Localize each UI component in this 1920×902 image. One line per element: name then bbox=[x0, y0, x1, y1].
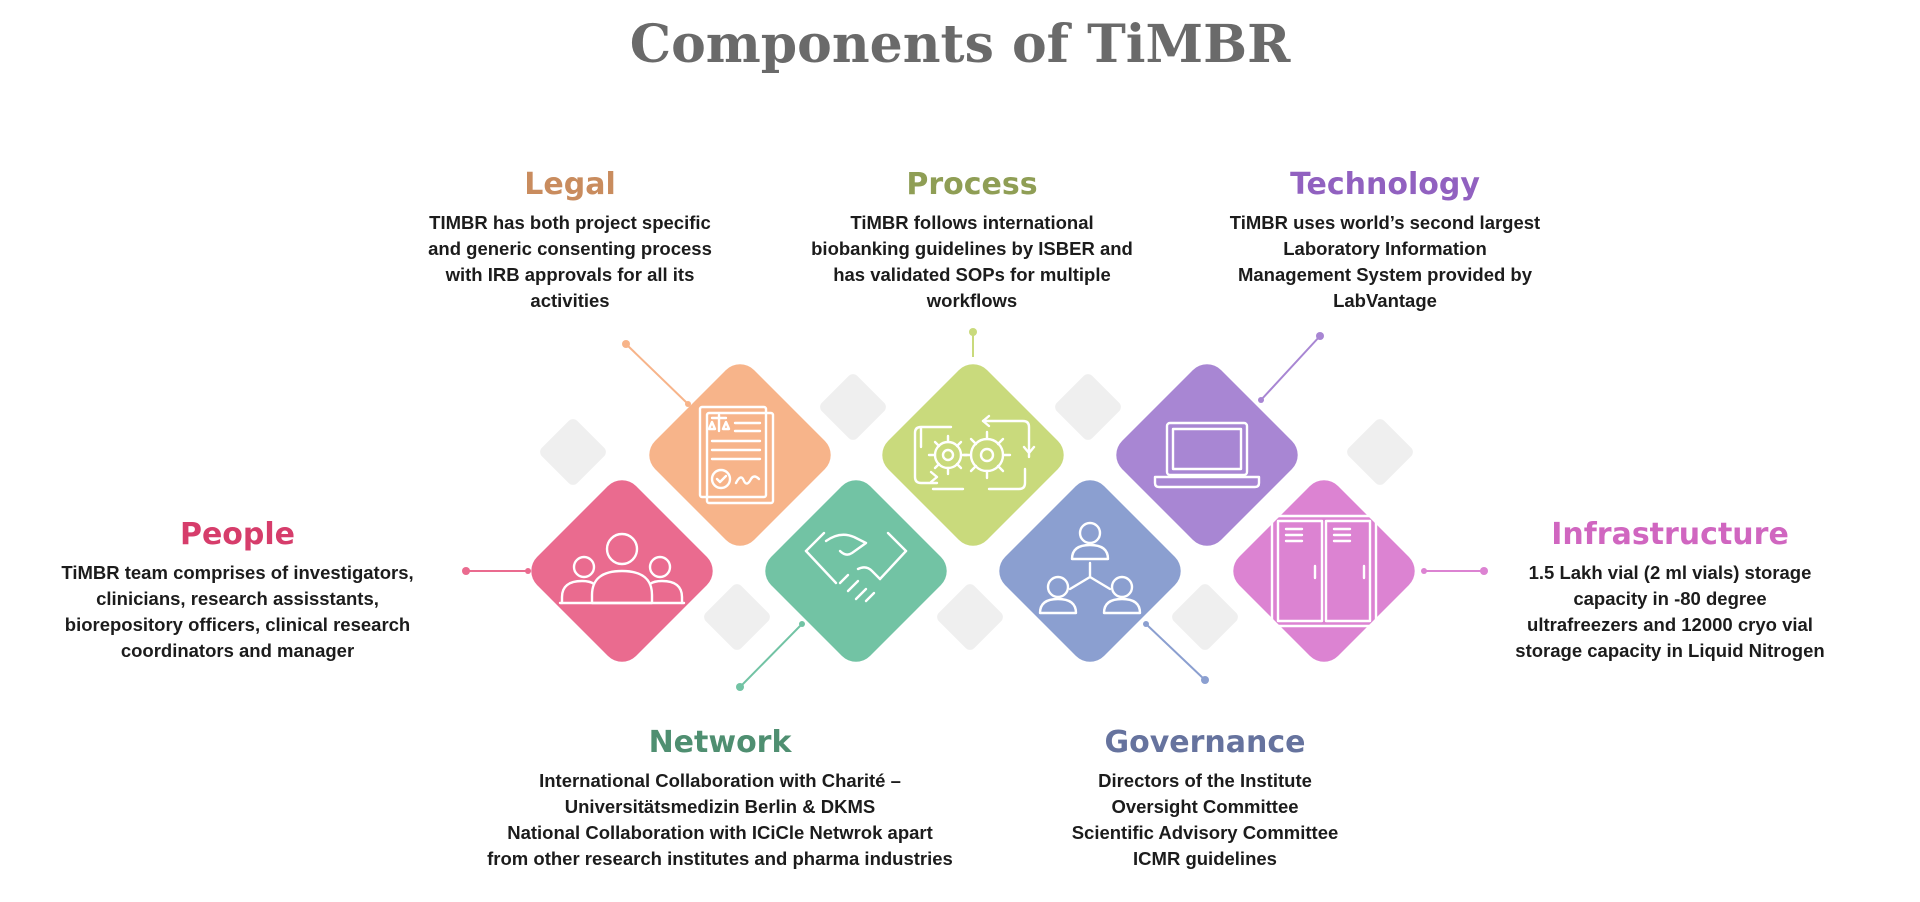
page-title: Components of TiMBR bbox=[629, 14, 1291, 75]
tile-network bbox=[765, 480, 947, 662]
network-description: International Collaboration with Charité… bbox=[470, 768, 970, 872]
tile-infrastructure bbox=[1233, 480, 1415, 662]
people-line: clinicians, research assisstants, bbox=[96, 588, 379, 609]
tile-technology bbox=[1116, 364, 1298, 546]
tile-people bbox=[531, 480, 713, 662]
decor-diamond bbox=[1172, 584, 1238, 650]
infrastructure-line: storage capacity in Liquid Nitrogen bbox=[1515, 640, 1825, 661]
legal-title: Legal bbox=[524, 167, 616, 202]
connector-process bbox=[969, 328, 977, 357]
legal-line: with IRB approvals for all its bbox=[445, 264, 695, 285]
process-line: has validated SOPs for multiple bbox=[833, 264, 1111, 285]
people-title: People bbox=[179, 517, 296, 552]
decor-diamond bbox=[540, 419, 606, 485]
legal-line: activities bbox=[530, 290, 610, 311]
network-line: from other research institutes and pharm… bbox=[487, 848, 953, 869]
connector-legal bbox=[622, 340, 691, 407]
network-title: Network bbox=[648, 725, 792, 760]
infrastructure-line: capacity in -80 degree bbox=[1573, 588, 1767, 609]
process-title: Process bbox=[906, 167, 1038, 202]
legal-block: Legal TIMBR has both project specific an… bbox=[400, 168, 740, 314]
governance-line: Directors of the Institute bbox=[1098, 770, 1312, 791]
network-line: Universitätsmedizin Berlin & DKMS bbox=[564, 796, 876, 817]
people-line: biorepository officers, clinical researc… bbox=[64, 614, 411, 635]
infrastructure-title: Infrastructure bbox=[1551, 517, 1789, 552]
technology-line: Management System provided by bbox=[1237, 264, 1533, 285]
connectors bbox=[462, 328, 1488, 691]
infrastructure-line: ultrafreezers and 12000 cryo vial bbox=[1527, 614, 1813, 635]
technology-line: TiMBR uses world’s second largest bbox=[1229, 212, 1541, 233]
process-line: workflows bbox=[926, 290, 1018, 311]
decor-diamond bbox=[937, 584, 1003, 650]
connector-people bbox=[462, 567, 531, 575]
technology-block: Technology TiMBR uses world’s second lar… bbox=[1200, 168, 1570, 314]
decor-diamond bbox=[1347, 419, 1413, 485]
governance-line: Oversight Committee bbox=[1111, 796, 1299, 817]
infrastructure-block: Infrastructure 1.5 Lakh vial (2 ml vials… bbox=[1490, 518, 1850, 664]
connector-technology bbox=[1258, 332, 1324, 403]
governance-title: Governance bbox=[1104, 725, 1306, 760]
process-line: biobanking guidelines by ISBER and bbox=[811, 238, 1133, 259]
connector-infrastructure bbox=[1421, 567, 1488, 575]
connector-network bbox=[736, 621, 805, 691]
network-line: National Collaboration with ICiCle Netwr… bbox=[507, 822, 933, 843]
network-block: Network International Collaboration with… bbox=[470, 726, 970, 872]
infrastructure-description: 1.5 Lakh vial (2 ml vials) storage capac… bbox=[1490, 560, 1850, 664]
governance-description: Directors of the Institute Oversight Com… bbox=[1040, 768, 1370, 872]
people-block: People TiMBR team comprises of investiga… bbox=[50, 518, 425, 664]
people-line: TiMBR team comprises of investigators, bbox=[61, 562, 414, 583]
technology-line: Laboratory Information bbox=[1283, 238, 1487, 259]
network-line: International Collaboration with Charité… bbox=[539, 770, 901, 791]
decor-diamond bbox=[820, 374, 886, 440]
process-block: Process TiMBR follows international biob… bbox=[792, 168, 1152, 314]
tile-process bbox=[882, 364, 1064, 546]
process-description: TiMBR follows international biobanking g… bbox=[792, 210, 1152, 314]
decor-diamond bbox=[704, 584, 770, 650]
people-description: TiMBR team comprises of investigators, c… bbox=[50, 560, 425, 664]
legal-line: and generic consenting process bbox=[428, 238, 712, 259]
governance-block: Governance Directors of the Institute Ov… bbox=[1040, 726, 1370, 872]
governance-line: Scientific Advisory Committee bbox=[1071, 822, 1339, 843]
legal-line: TIMBR has both project specific bbox=[429, 212, 711, 233]
technology-line: LabVantage bbox=[1333, 290, 1437, 311]
tile-governance bbox=[999, 480, 1181, 662]
connector-governance bbox=[1143, 621, 1209, 684]
governance-line: ICMR guidelines bbox=[1133, 848, 1277, 869]
technology-title: Technology bbox=[1290, 167, 1480, 202]
legal-description: TIMBR has both project specific and gene… bbox=[400, 210, 740, 314]
technology-description: TiMBR uses world’s second largest Labora… bbox=[1200, 210, 1570, 314]
decor-diamonds bbox=[540, 374, 1413, 650]
tile-legal bbox=[649, 364, 831, 546]
decor-diamond bbox=[1055, 374, 1121, 440]
process-line: TiMBR follows international bbox=[850, 212, 1094, 233]
people-line: coordinators and manager bbox=[120, 640, 355, 661]
infrastructure-line: 1.5 Lakh vial (2 ml vials) storage bbox=[1528, 562, 1812, 583]
